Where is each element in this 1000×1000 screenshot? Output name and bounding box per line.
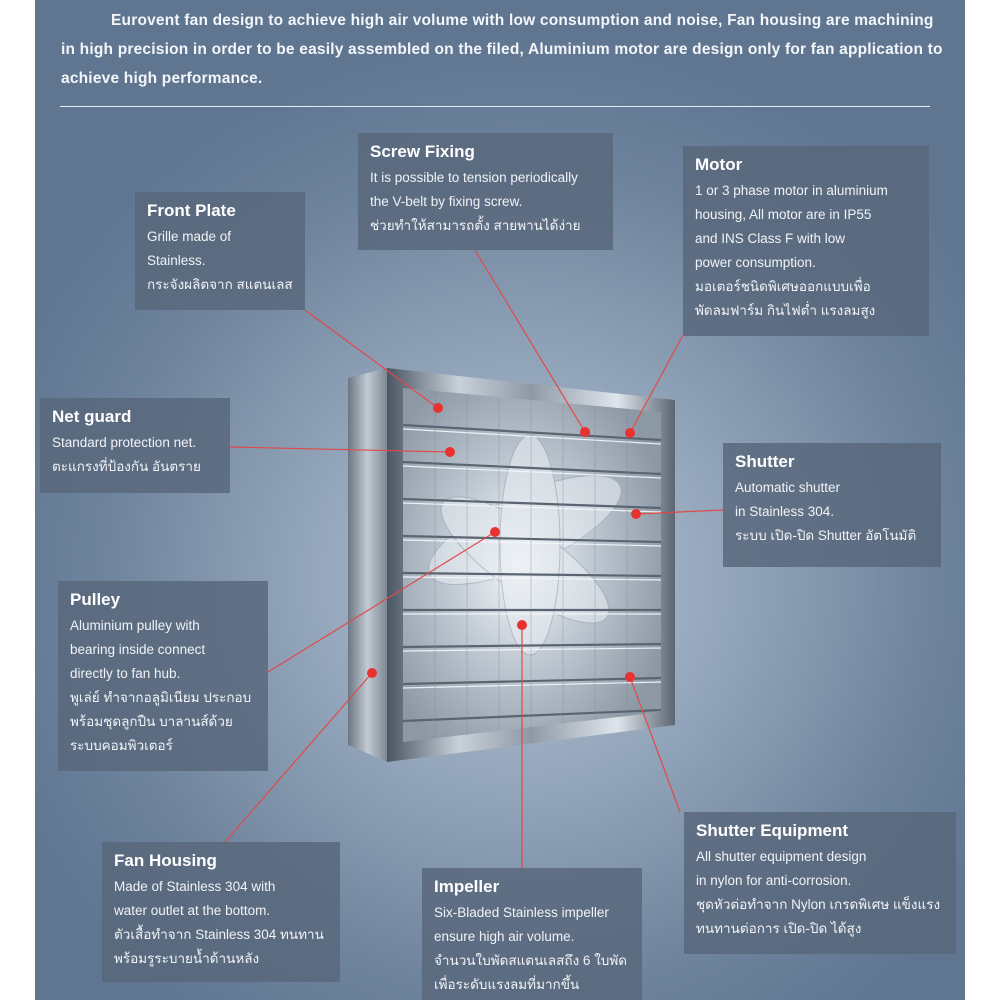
shutter-highlights: [402, 428, 662, 689]
callout-title: Screw Fixing: [370, 142, 475, 161]
callout-description: 1 or 3 phase motor in aluminium housing,…: [695, 183, 888, 318]
callout-description: Automatic shutter in Stainless 304. ระบบ…: [735, 480, 917, 543]
intro-text: Eurovent fan design to achieve high air …: [61, 12, 943, 87]
callout-description: Grille made of Stainless. กระจังผลิตจาก …: [147, 229, 293, 292]
callout-screw-fixing: Screw Fixing It is possible to tension p…: [358, 133, 613, 250]
shutter-louvres: [402, 423, 662, 723]
callout-front-plate: Front Plate Grille made of Stainless. กร…: [135, 192, 305, 310]
callout-shutter: Shutter Automatic shutter in Stainless 3…: [723, 443, 941, 567]
callout-description: Aluminium pulley with bearing inside con…: [70, 618, 252, 753]
callout-title: Shutter Equipment: [696, 821, 849, 840]
callout-shutter-equipment: Shutter Equipment All shutter equipment …: [684, 812, 956, 954]
marker-pulley: [490, 527, 500, 537]
divider: [60, 106, 930, 107]
marker-shutter: [631, 509, 641, 519]
callout-title: Front Plate: [147, 201, 236, 220]
callout-description: It is possible to tension periodically t…: [370, 170, 581, 233]
marker-net-guard: [445, 447, 455, 457]
callout-description: All shutter equipment design in nylon fo…: [696, 849, 941, 936]
callout-title: Motor: [695, 155, 743, 174]
callout-title: Impeller: [434, 877, 500, 896]
product-infographic: Eurovent fan design to achieve high air …: [35, 0, 965, 1000]
callout-description: Made of Stainless 304 with water outlet …: [114, 879, 324, 966]
housing-inner: [403, 388, 661, 742]
housing-side: [348, 368, 387, 762]
marker-front-plate: [433, 403, 443, 413]
callout-impeller: Impeller Six-Bladed Stainless impeller e…: [422, 868, 642, 1000]
marker-screw-fixing: [580, 427, 590, 437]
marker-fan-housing: [367, 668, 377, 678]
housing-front: [387, 368, 675, 762]
callout-net-guard: Net guard Standard protection net. ตะแกร…: [40, 398, 230, 493]
impeller-blades: [428, 434, 622, 656]
callout-fan-housing: Fan Housing Made of Stainless 304 with w…: [102, 842, 340, 982]
net-guard-mesh: [434, 392, 628, 738]
markers: [367, 403, 641, 682]
callout-title: Shutter: [735, 452, 795, 471]
leader-lines: [224, 249, 724, 868]
marker-shutter-equipment: [625, 672, 635, 682]
marker-impeller: [517, 620, 527, 630]
callout-description: Standard protection net. ตะแกรงที่ป้องกั…: [52, 435, 201, 474]
callout-description: Six-Bladed Stainless impeller ensure hig…: [434, 905, 628, 992]
callout-title: Fan Housing: [114, 851, 217, 870]
callout-title: Net guard: [52, 407, 132, 426]
callout-motor: Motor 1 or 3 phase motor in aluminium ho…: [683, 146, 929, 336]
callout-title: Pulley: [70, 590, 121, 609]
callout-pulley: Pulley Aluminium pulley with bearing ins…: [58, 581, 268, 771]
marker-motor: [625, 428, 635, 438]
